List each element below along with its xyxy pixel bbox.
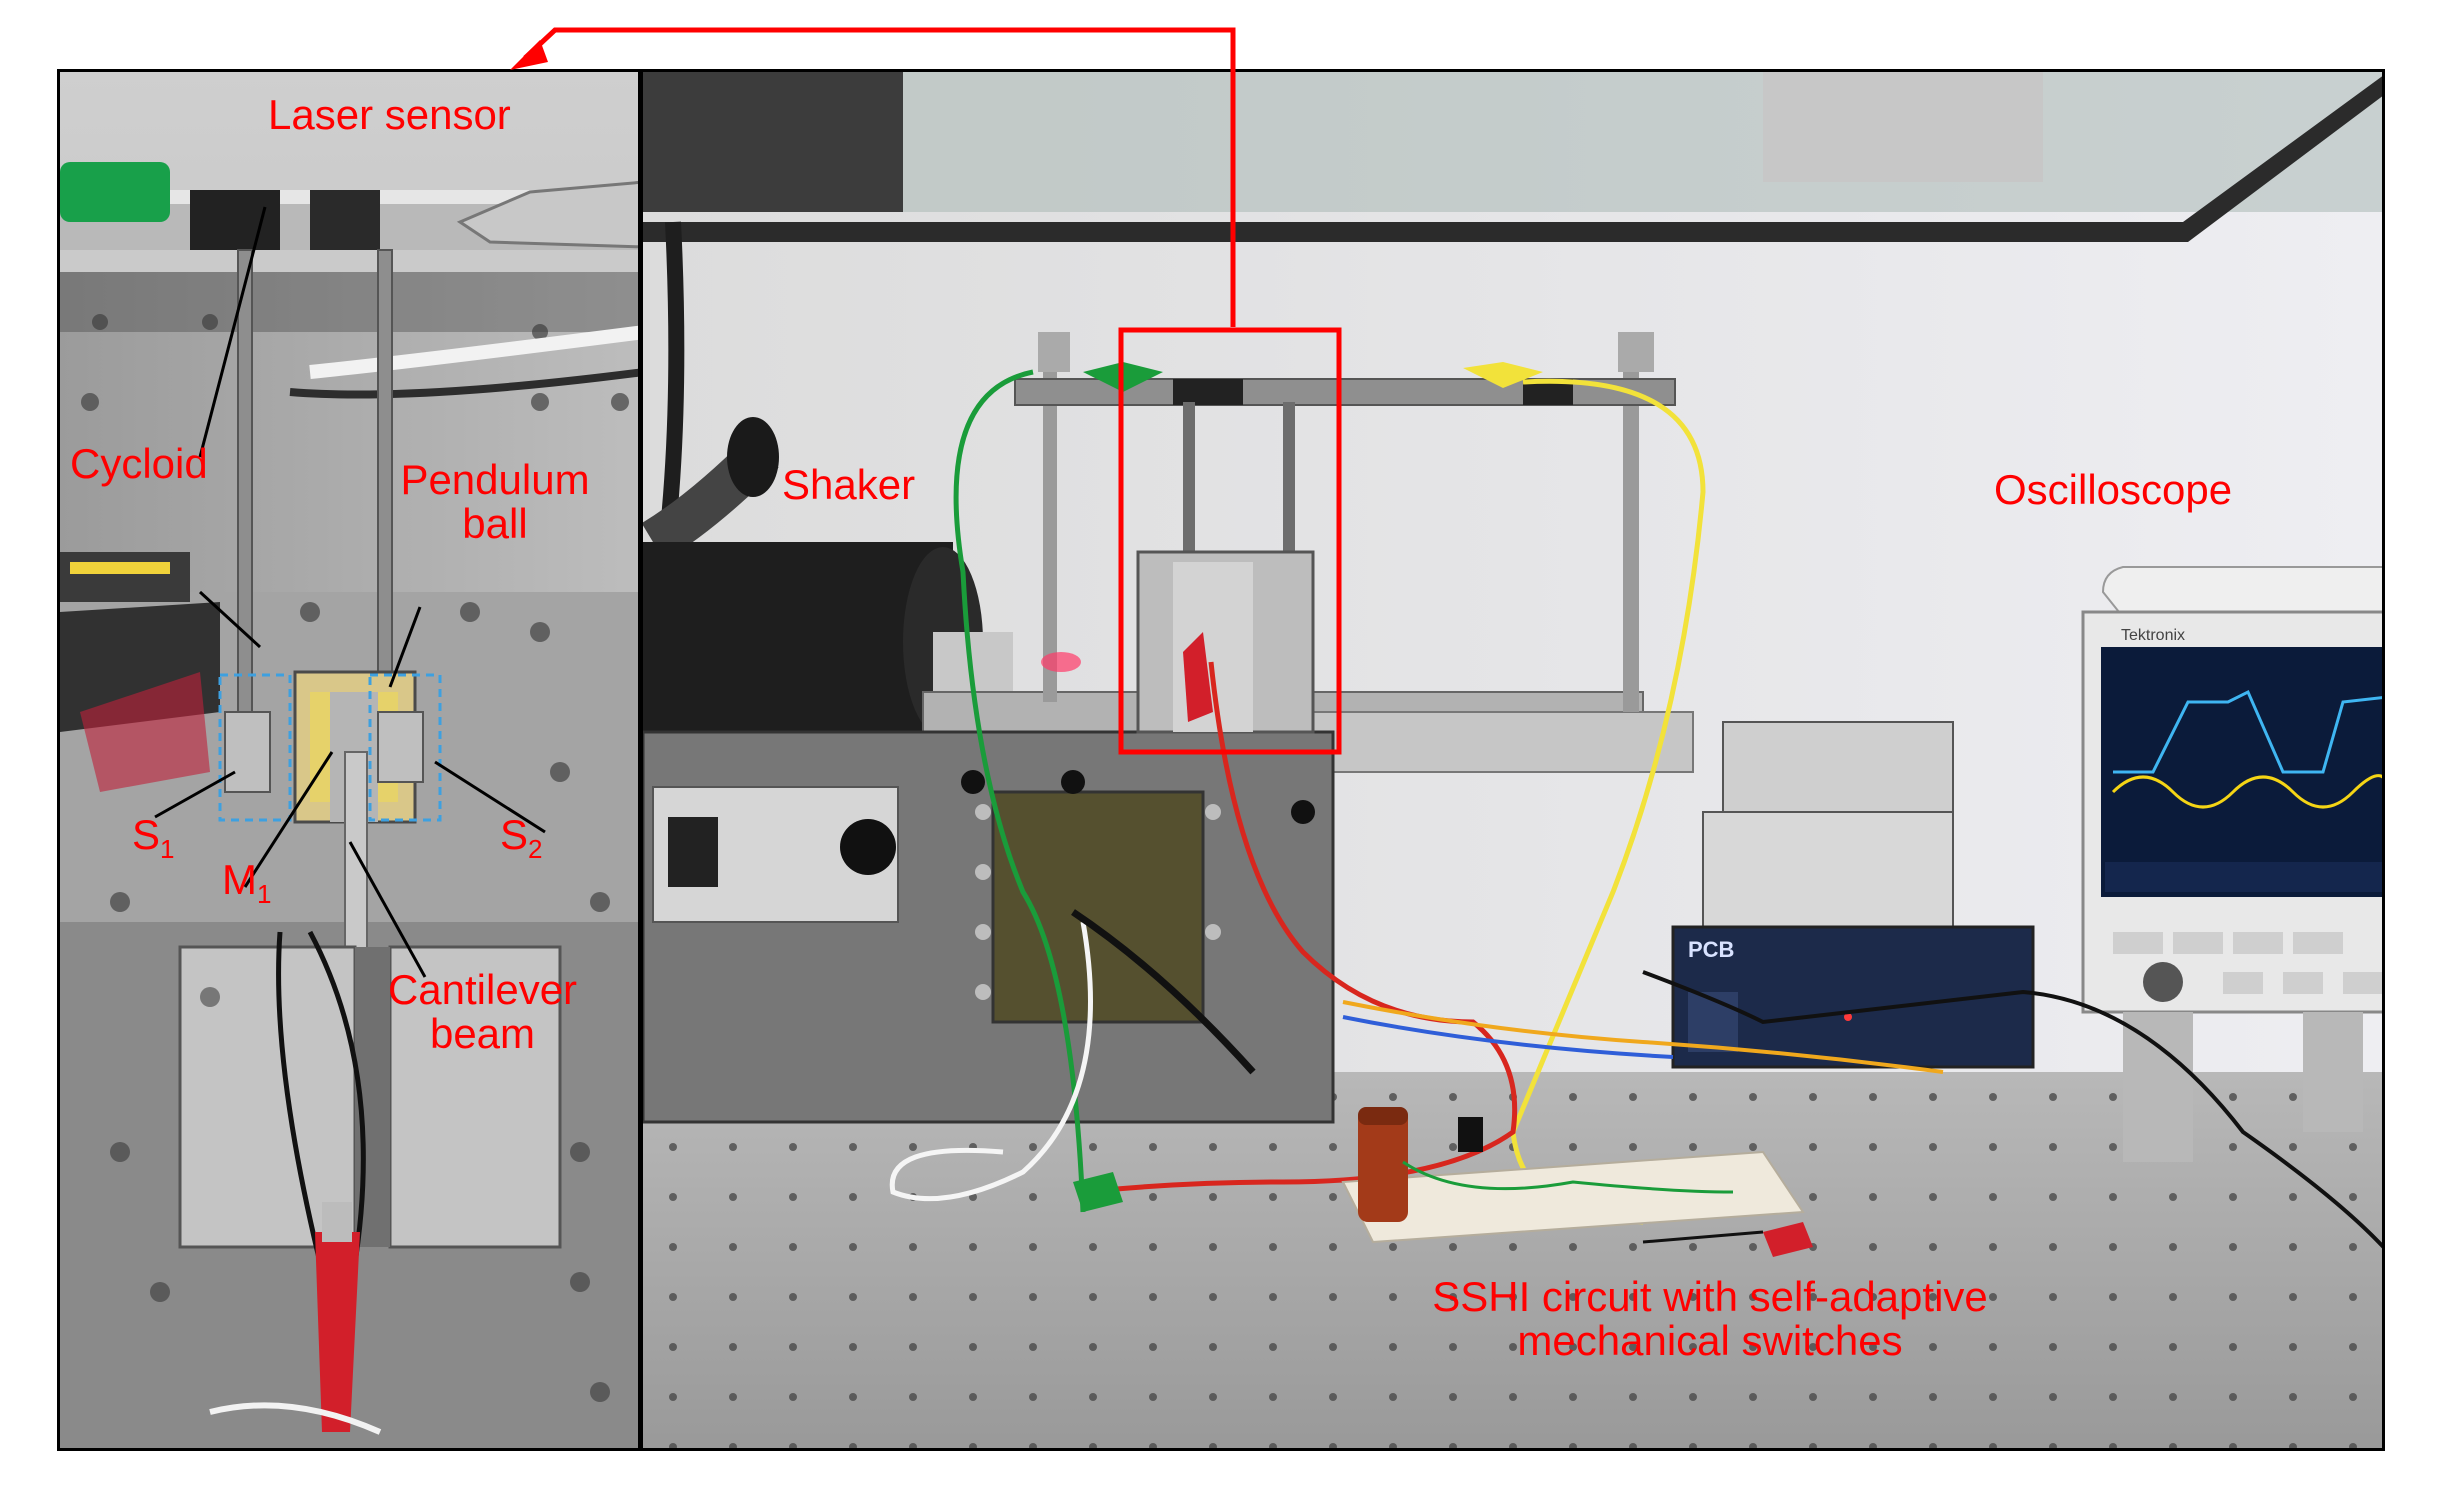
wire-red bbox=[1082, 661, 1518, 1195]
wire-green bbox=[953, 369, 1086, 1213]
label-sshi-circuit-line2: mechanical switches bbox=[1517, 1317, 1903, 1365]
label-pendulum-ball: Pendulum ball bbox=[380, 456, 610, 548]
label-s1-letter: S bbox=[132, 811, 161, 858]
label-pendulum-ball-line1: Pendulum bbox=[400, 456, 590, 503]
label-sshi-circuit: SSHI circuit with self-adaptive mechanic… bbox=[1340, 1273, 2080, 1365]
label-cantilever-beam-line1: Cantilever bbox=[387, 966, 578, 1013]
closeup-photo-panel bbox=[57, 69, 641, 1451]
overview-photo: PCB Tektronix bbox=[643, 72, 2382, 1448]
label-cantilever-beam: Cantilever beam bbox=[355, 966, 610, 1058]
label-m1: M1 bbox=[222, 856, 272, 910]
label-shaker: Shaker bbox=[782, 461, 916, 508]
wire-yellow bbox=[1510, 378, 1706, 1225]
label-m1-sub: 1 bbox=[257, 879, 272, 910]
label-s2-sub: 2 bbox=[528, 834, 543, 865]
label-cantilever-beam-line2: beam bbox=[429, 1010, 536, 1058]
label-m1-letter: M bbox=[222, 856, 257, 903]
label-s1-sub: 1 bbox=[160, 834, 175, 865]
label-pendulum-ball-line2: ball bbox=[462, 500, 528, 548]
table-holes bbox=[81, 314, 629, 1402]
pcb-brand-text: PCB bbox=[1688, 937, 1734, 962]
label-s2-letter: S bbox=[500, 811, 529, 858]
label-cycloid: Cycloid bbox=[70, 440, 208, 487]
closeup-photo bbox=[60, 72, 638, 1448]
label-sshi-circuit-line1: SSHI circuit with self-adaptive bbox=[1432, 1273, 1988, 1320]
label-s2: S2 bbox=[500, 811, 543, 865]
label-laser-sensor: Laser sensor bbox=[268, 91, 511, 138]
label-s1: S1 bbox=[132, 811, 175, 865]
overview-photo-panel: PCB Tektronix bbox=[640, 69, 2385, 1451]
scope-brand-text: Tektronix bbox=[2121, 627, 2185, 644]
highlight-box bbox=[1118, 327, 1342, 755]
label-oscilloscope: Oscilloscope bbox=[1994, 466, 2233, 513]
leader-lines-left bbox=[154, 206, 546, 978]
